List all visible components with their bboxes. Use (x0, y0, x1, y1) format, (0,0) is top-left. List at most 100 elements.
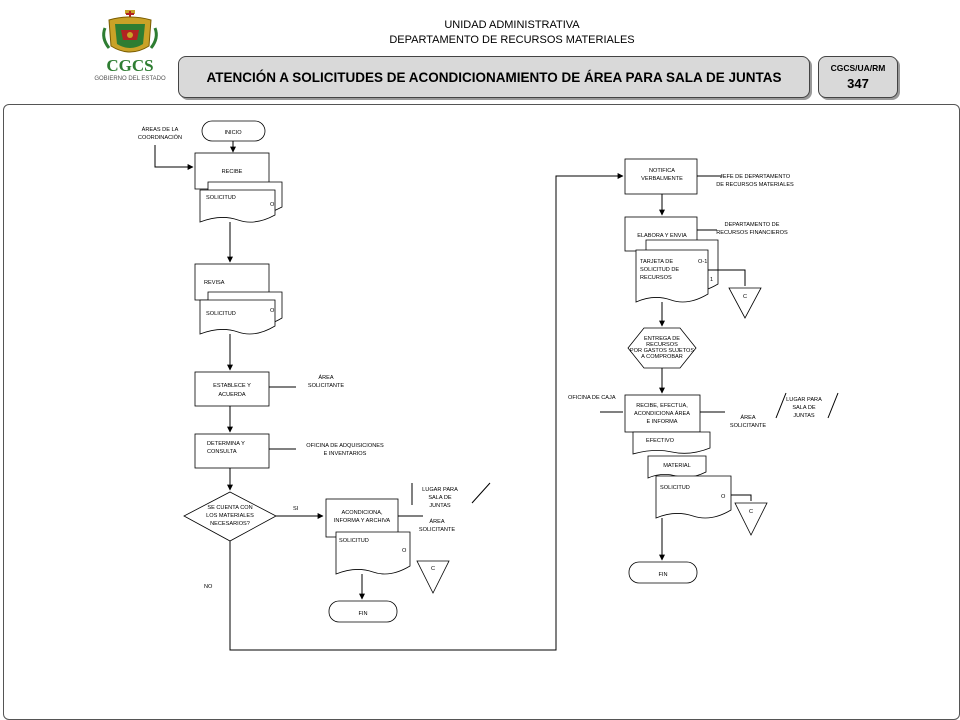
recibe-efectua-process: RECIBE, EFECTUA, ACONDICIONA ÁREA E INFO… (624, 394, 701, 433)
svg-text:LOS MATERIALES: LOS MATERIALES (206, 513, 254, 519)
logo-acronym: CGCS (106, 56, 154, 75)
oficina-adquisiciones-label: OFICINA DE ADQUISICIONES E INVENTARIOS (306, 443, 384, 457)
page-title-text: ATENCIÓN A SOLICITUDES DE ACONDICIONAMIE… (206, 69, 782, 85)
tarjeta-to-archivo-line (708, 269, 746, 286)
lugar-sala-brackets-2 (775, 392, 839, 419)
svg-text:SOLICITUD: SOLICITUD (206, 311, 236, 317)
svg-text:O: O (402, 548, 407, 554)
svg-text:DETERMINA Y: DETERMINA Y (207, 441, 245, 447)
svg-text:O: O (721, 494, 726, 500)
solicitud-document-4: SOLICITUD O (655, 475, 732, 519)
svg-text:O: O (270, 308, 275, 314)
material-document: MATERIAL (647, 455, 707, 479)
areas-to-recibe-arrow (154, 145, 194, 170)
svg-text:SOLICITUD: SOLICITUD (339, 538, 369, 544)
svg-text:O: O (270, 202, 275, 208)
svg-text:C: C (743, 294, 747, 300)
svg-text:FIN: FIN (658, 572, 667, 578)
svg-text:ENTREGA DE: ENTREGA DE (644, 336, 680, 342)
svg-text:1: 1 (710, 277, 713, 283)
svg-text:ÁREAS DE LA: ÁREAS DE LA (142, 126, 179, 133)
svg-text:JUNTAS: JUNTAS (429, 503, 451, 509)
svg-text:C: C (431, 566, 435, 572)
svg-text:C: C (749, 509, 753, 515)
lugar-sala-label-1: LUGAR PARA SALA DE JUNTAS (422, 487, 458, 509)
solicitud-to-archivo-line (731, 494, 752, 501)
fin-terminal-2: FIN (628, 561, 698, 584)
svg-text:VERBALMENTE: VERBALMENTE (641, 176, 683, 182)
no-label: NO (204, 584, 213, 590)
procedure-code-number: 347 (847, 76, 869, 91)
svg-text:ESTABLECE Y: ESTABLECE Y (213, 383, 251, 389)
svg-text:JUNTAS: JUNTAS (793, 413, 815, 419)
acondiciona-process: ACONDICIONA, INFORMA Y ARCHIVA (325, 498, 399, 538)
svg-text:FIN: FIN (358, 611, 367, 617)
svg-text:ACUERDA: ACUERDA (218, 392, 246, 398)
svg-text:OFICINA DE ADQUISICIONES: OFICINA DE ADQUISICIONES (306, 443, 384, 449)
archivo-triangle-1: C (416, 560, 450, 594)
svg-text:NOTIFICA: NOTIFICA (649, 168, 675, 174)
archivo-triangle-3: C (734, 502, 768, 536)
lugar-sala-brackets-1 (411, 482, 491, 505)
lugar-sala-label-2: LUGAR PARA SALA DE JUNTAS (786, 397, 822, 419)
svg-text:EFECTIVO: EFECTIVO (646, 438, 675, 444)
svg-text:SOLICITANTE: SOLICITANTE (308, 383, 345, 389)
svg-text:ÁREA: ÁREA (318, 374, 334, 381)
no-connector (229, 173, 624, 651)
page-title: ATENCIÓN A SOLICITUDES DE ACONDICIONAMIE… (178, 56, 810, 98)
area-solicitante-label-1: ÁREA SOLICITANTE (308, 374, 345, 389)
svg-text:SOLICITUD: SOLICITUD (660, 485, 690, 491)
svg-text:SOLICITUD: SOLICITUD (206, 195, 236, 201)
svg-text:POR GASTOS SUJETOS: POR GASTOS SUJETOS (630, 348, 694, 354)
area-solicitante-label-3: ÁREA SOLICITANTE (730, 414, 767, 429)
jefe-departamento-label: JEFE DE DEPARTAMENTO DE RECURSOS MATERIA… (716, 174, 794, 188)
svg-text:INICIO: INICIO (224, 130, 242, 136)
svg-text:A COMPROBAR: A COMPROBAR (641, 354, 683, 360)
area-solicitante-label-2: ÁREA SOLICITANTE (419, 518, 456, 533)
si-label: SI (293, 506, 299, 512)
department-name: DEPARTAMENTO DE RECURSOS MATERIALES (389, 34, 635, 46)
svg-text:DE RECURSOS MATERIALES: DE RECURSOS MATERIALES (716, 182, 794, 188)
svg-text:ACONDICIONA ÁREA: ACONDICIONA ÁREA (634, 410, 690, 417)
archivo-triangle-2: C (728, 287, 762, 319)
svg-text:REVISA: REVISA (204, 280, 225, 286)
logo-subtitle: GOBIERNO DEL ESTADO (94, 76, 166, 82)
entrega-recursos-hexagon: ENTREGA DE RECURSOS POR GASTOS SUJETOS A… (627, 327, 697, 369)
tarjeta-document: TARJETA DE SOLICITUD DE RECURSOS O-1 1 (635, 239, 719, 303)
svg-text:SOLICITUD DE: SOLICITUD DE (640, 267, 679, 273)
notifica-process: NOTIFICA VERBALMENTE (624, 158, 698, 195)
svg-text:JEFE DE DEPARTAMENTO: JEFE DE DEPARTAMENTO (720, 174, 791, 180)
determina-process: DETERMINA Y CONSULTA (194, 433, 270, 469)
svg-text:SOLICITANTE: SOLICITANTE (419, 527, 456, 533)
fin-terminal-1: FIN (328, 600, 398, 623)
svg-text:NECESARIOS?: NECESARIOS? (210, 521, 250, 527)
svg-text:E INFORMA: E INFORMA (646, 419, 677, 425)
government-logo: CGCS GOBIERNO DEL ESTADO (94, 8, 166, 88)
svg-text:RECIBE: RECIBE (222, 169, 243, 175)
svg-text:SE CUENTA CON: SE CUENTA CON (207, 505, 252, 511)
svg-text:RECIBE, EFECTUA,: RECIBE, EFECTUA, (636, 403, 688, 409)
materiales-decision: SE CUENTA CON LOS MATERIALES NECESARIOS? (183, 491, 277, 542)
svg-text:ELABORA Y ENVIA: ELABORA Y ENVIA (637, 233, 687, 239)
svg-text:RECURSOS: RECURSOS (640, 275, 672, 281)
svg-text:CONSULTA: CONSULTA (207, 449, 237, 455)
solicitud-document-1: SOLICITUD O (199, 181, 283, 223)
svg-text:SALA DE: SALA DE (428, 495, 452, 501)
unit-name: UNIDAD ADMINISTRATIVA (444, 19, 580, 31)
svg-text:INFORMA Y ARCHIVA: INFORMA Y ARCHIVA (334, 518, 391, 524)
svg-text:ÁREA: ÁREA (740, 414, 756, 421)
solicitud-document-3: SOLICITUD O (335, 531, 411, 575)
svg-text:TARJETA DE: TARJETA DE (640, 259, 673, 265)
svg-text:COORDINACIÓN: COORDINACIÓN (138, 134, 182, 141)
svg-text:RECURSOS FINANCIEROS: RECURSOS FINANCIEROS (716, 230, 788, 236)
svg-text:ACONDICIONA,: ACONDICIONA, (341, 510, 382, 516)
svg-text:SOLICITANTE: SOLICITANTE (730, 423, 767, 429)
svg-text:DEPARTAMENTO DE: DEPARTAMENTO DE (725, 222, 780, 228)
efectivo-document: EFECTIVO (632, 431, 711, 455)
svg-text:SALA DE: SALA DE (792, 405, 816, 411)
svg-text:LUGAR PARA: LUGAR PARA (786, 397, 822, 403)
oficina-caja-label: OFICINA DE CAJA (568, 395, 616, 401)
procedure-code-label: CGCS/UA/RM (830, 63, 886, 73)
establece-process: ESTABLECE Y ACUERDA (194, 371, 270, 407)
